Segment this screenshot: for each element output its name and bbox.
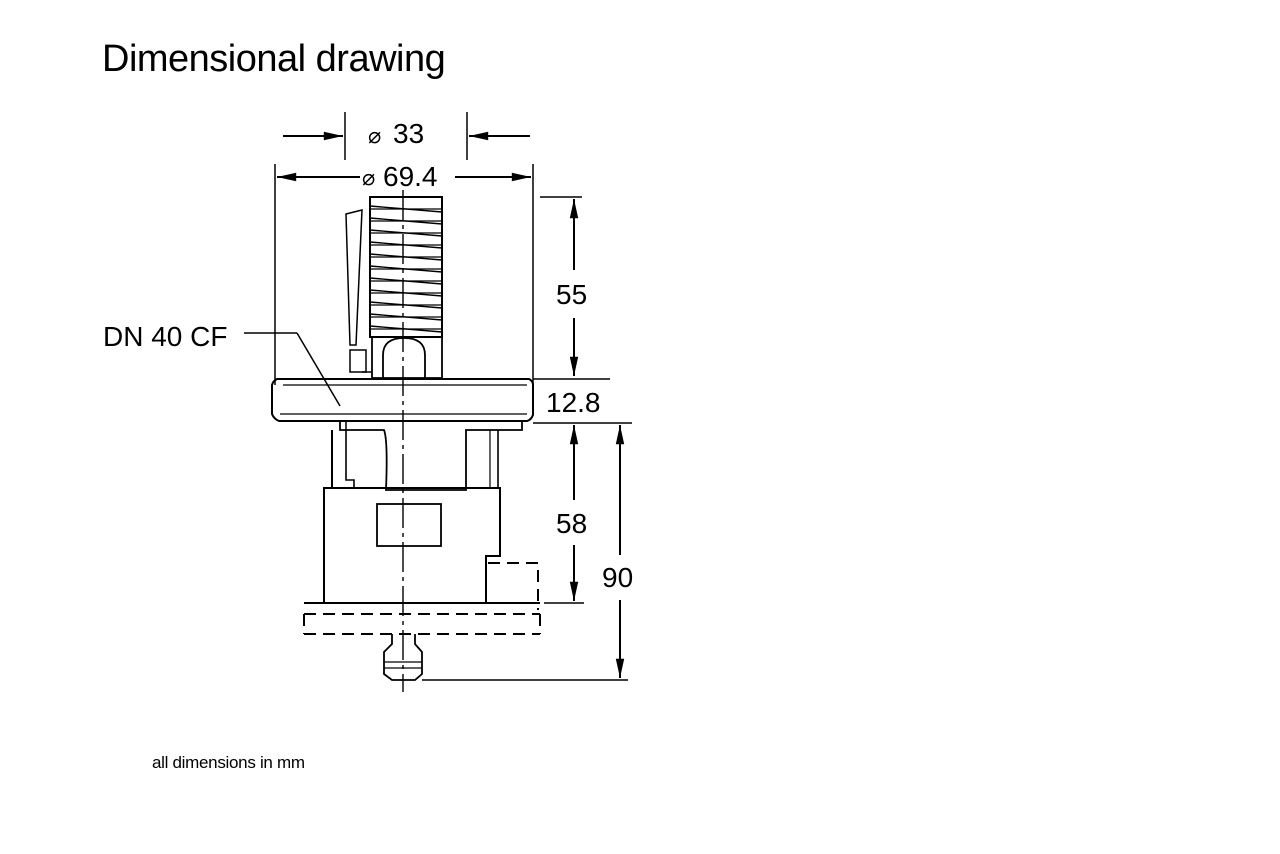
dim-flange-thickness — [533, 378, 632, 424]
label-total-height: 90 — [602, 562, 633, 593]
diameter-symbol-69: ⌀ — [362, 165, 375, 190]
bellows — [345, 196, 443, 379]
dim-lower-height — [544, 425, 584, 604]
dimension-labels: ⌀ 33 ⌀ 69.4 55 12.8 58 90 DN 40 CF — [103, 118, 633, 593]
dim-inner-diameter — [283, 112, 530, 160]
units-footnote: all dimensions in mm — [152, 753, 305, 772]
label-outer-diameter: 69.4 — [383, 161, 438, 192]
label-inner-diameter: 33 — [393, 118, 424, 149]
page-title: Dimensional drawing — [102, 38, 446, 80]
label-flange-thickness: 12.8 — [546, 387, 601, 418]
label-upper-height: 55 — [556, 279, 587, 310]
dim-total-height — [422, 425, 628, 681]
dim-upper-height — [540, 196, 582, 376]
optional-connector-dashed — [303, 562, 541, 635]
label-lower-height: 58 — [556, 508, 587, 539]
dim-outer-diameter — [274, 164, 534, 385]
diameter-symbol-33: ⌀ — [368, 123, 381, 148]
flange-callout-label: DN 40 CF — [103, 321, 227, 352]
gauge-body — [304, 421, 540, 604]
flange — [244, 332, 534, 422]
